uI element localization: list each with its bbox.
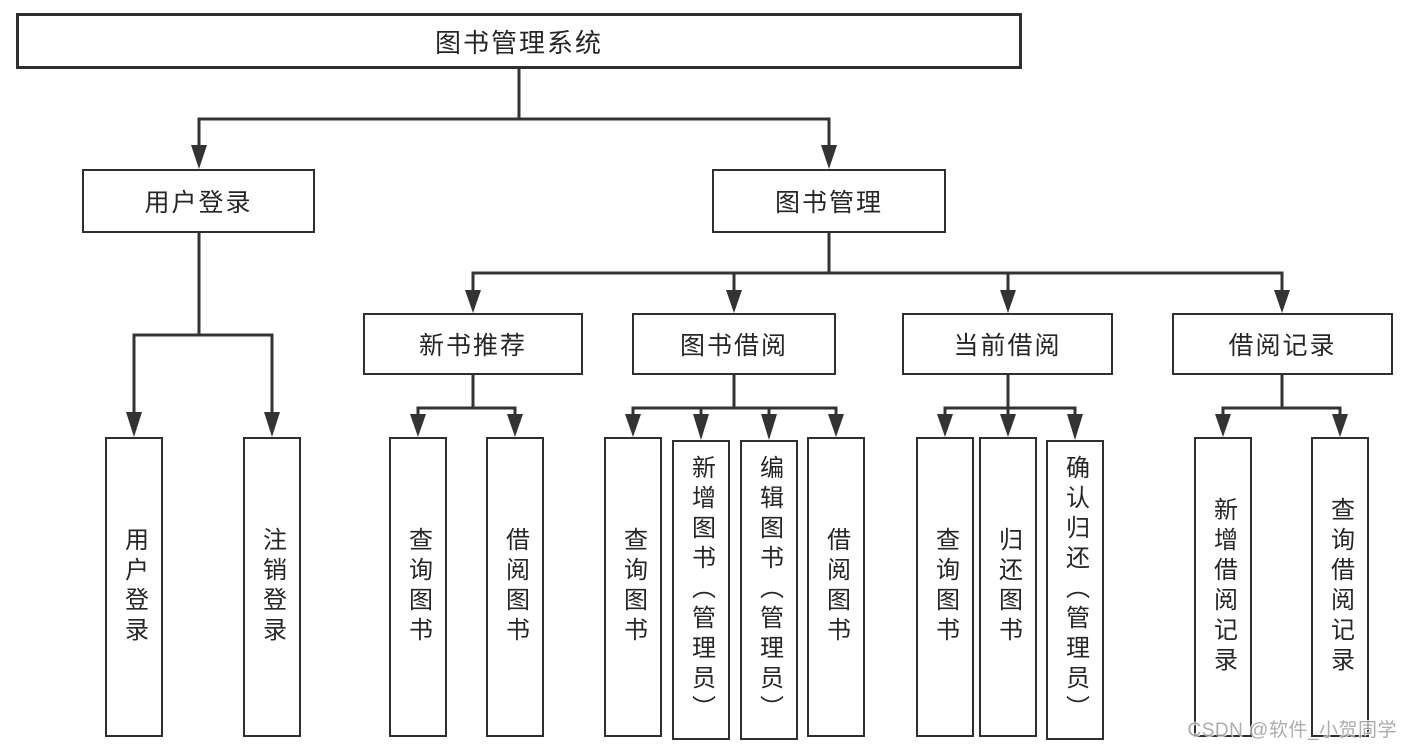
leaf-confirm-return-admin: 确认归还（管理员） [1046, 440, 1104, 740]
csdn-watermark: CSDN @软件_小贺同学 [1187, 720, 1397, 741]
connector-root-to-level2 [197, 67, 831, 149]
connector-userlogin-to-leaves [132, 231, 274, 416]
leaf-query-borrow-record: 查询借阅记录 [1311, 437, 1369, 737]
connector-newrec-to-leaves [416, 373, 517, 418]
connector-records-to-leaves [1221, 373, 1342, 418]
leaf-query-books-borrow: 查询图书 [604, 437, 662, 737]
leaf-query-books-current: 查询图书 [916, 437, 974, 737]
leaf-user-login: 用户登录 [105, 437, 163, 737]
leaf-add-book-admin: 新增图书（管理员） [672, 440, 730, 740]
leaf-return-book: 归还图书 [979, 437, 1037, 737]
connector-borrow-to-leaves [631, 373, 838, 418]
node-borrowing-records: 借阅记录 [1172, 313, 1393, 375]
leaf-logout: 注销登录 [243, 437, 301, 737]
leaf-borrow-books-newrec: 借阅图书 [486, 437, 544, 737]
arrowhead-icons [126, 145, 1348, 440]
node-book-borrowing: 图书借阅 [632, 313, 836, 375]
leaf-borrow-books-borrow: 借阅图书 [807, 437, 865, 737]
node-current-borrowing: 当前借阅 [902, 313, 1113, 375]
leaf-edit-book-admin: 编辑图书（管理员） [740, 440, 798, 740]
leaf-add-borrow-record: 新增借阅记录 [1194, 437, 1252, 737]
connector-bookmgmt-to-level3 [471, 231, 1284, 294]
node-new-book-recommendation: 新书推荐 [363, 313, 583, 375]
connector-current-to-leaves [943, 373, 1077, 418]
node-library-management-system: 图书管理系统 [16, 13, 1022, 69]
leaf-query-books-newrec: 查询图书 [389, 437, 447, 737]
node-book-management: 图书管理 [712, 169, 946, 233]
node-user-login: 用户登录 [82, 169, 315, 233]
